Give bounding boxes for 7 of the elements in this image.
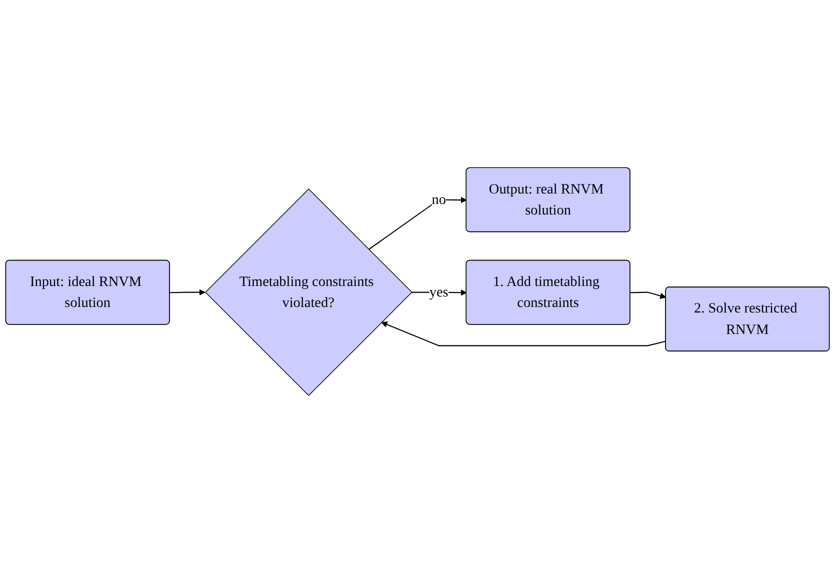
arrow bbox=[381, 321, 666, 346]
arrow bbox=[170, 289, 206, 296]
edge-label: no bbox=[432, 192, 446, 208]
node-diamond: Timetabling constraints violated? bbox=[204, 188, 412, 396]
arrow bbox=[368, 196, 467, 250]
edge-label: yes bbox=[429, 284, 448, 300]
arrow bbox=[630, 292, 666, 299]
